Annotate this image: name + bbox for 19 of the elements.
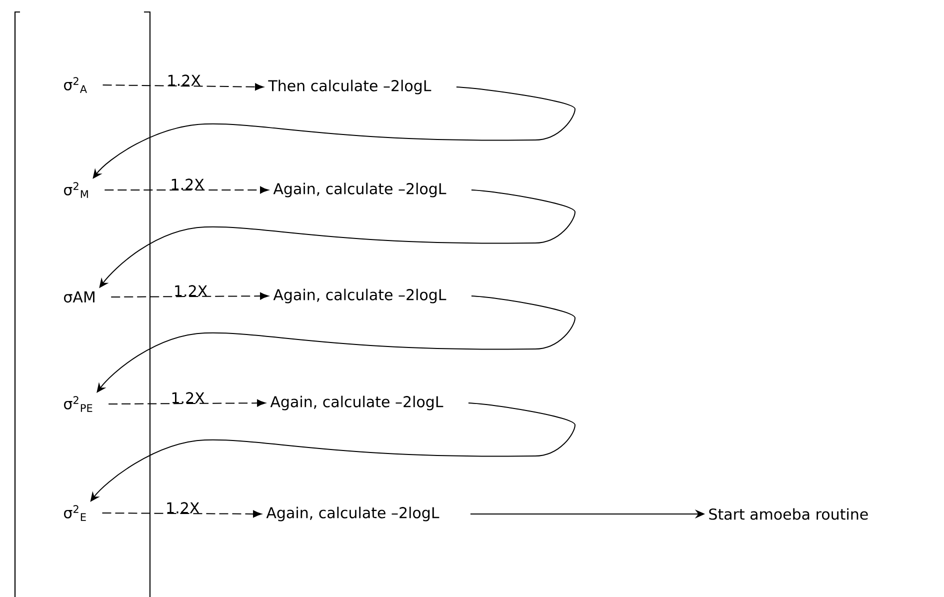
variance-term: σ$^{2}$PE xyxy=(64,396,92,412)
step-text: Start amoeba routine xyxy=(709,508,868,520)
step-text: Again, calculate –2logL xyxy=(270,396,444,410)
arrow xyxy=(104,186,269,194)
step-text: Again, calculate –2logL xyxy=(266,506,440,522)
edge-label: 1.2X xyxy=(175,285,208,296)
arrow xyxy=(102,83,264,90)
step-text: Then calculate –2logL xyxy=(268,80,432,94)
arrow xyxy=(102,510,262,518)
variance-term: σ$^{2}$A xyxy=(64,77,87,93)
variance-term: σ$^{2}$E xyxy=(64,505,86,521)
arrow xyxy=(110,292,269,300)
variance-term: σAM xyxy=(64,291,94,303)
edge-label: 1.2X xyxy=(172,392,204,404)
step-text: Again, calculate –2logL xyxy=(273,182,446,198)
variance-term: σ$^{2}$M xyxy=(64,182,88,198)
arrow xyxy=(108,399,266,407)
edge-label: 1.2X xyxy=(168,74,200,86)
step-text: Again, calculate –2logL xyxy=(273,288,446,304)
